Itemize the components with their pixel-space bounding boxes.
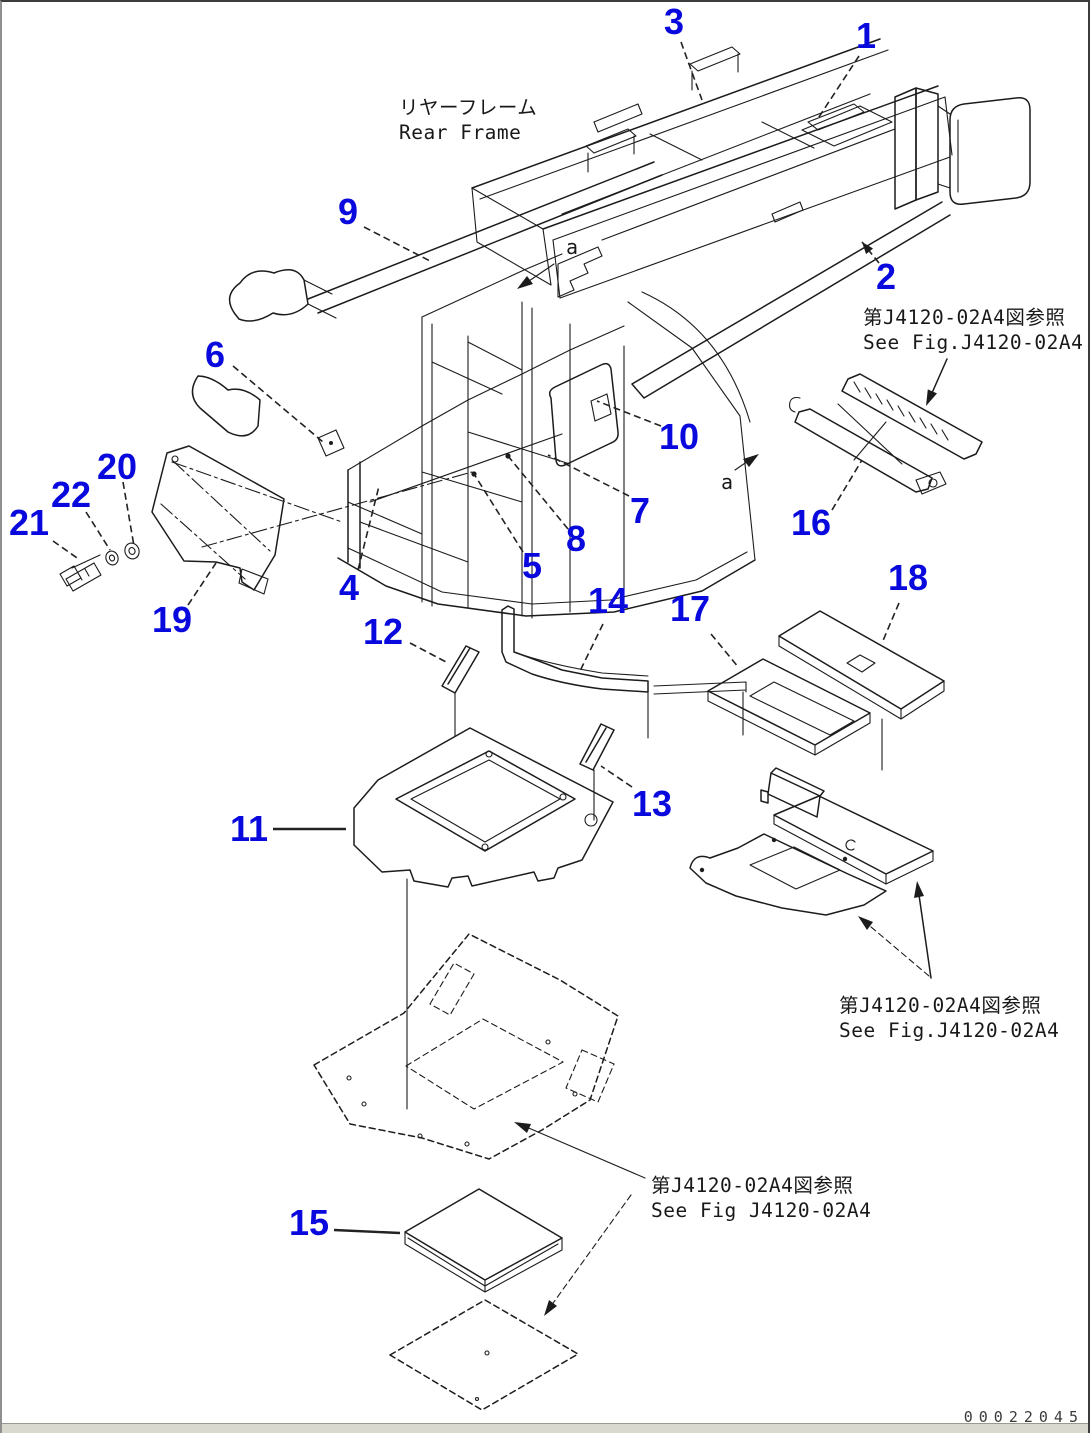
leader-line-19 [187,562,217,606]
view-marker-a-top: a [566,235,579,259]
leader-dot-8 [505,453,511,459]
callout-12: 12 [363,611,449,664]
cover-plates-drawing [689,610,945,916]
part-number-14: 14 [588,580,628,621]
drawing-number: 00022045 [964,1408,1084,1426]
callout-1: 1 [816,15,876,121]
leader-line-7 [547,454,630,497]
part-number-10: 10 [659,416,699,457]
washer-20-drawing [124,542,140,560]
view-marker-a-bottom: a [721,470,734,494]
callout-2: 2 [861,241,896,297]
floor-plate-assembly-drawing [353,605,747,1110]
leader-line-15 [333,1228,401,1235]
leader-line-20 [122,481,135,547]
callout-22: 22 [51,474,111,551]
leader-line-12 [409,642,449,664]
support-bars-drawing [789,373,983,495]
title-japanese: リヤーフレーム [399,96,537,119]
callout-10: 10 [596,400,699,457]
part-number-12: 12 [363,611,403,652]
reference-note-top-jp: 第J4120-02A4図参照 [863,306,1065,329]
leader-line-9 [363,226,431,262]
callout-15: 15 [289,1202,401,1243]
leader-dot-5 [471,471,477,477]
callout-7: 7 [547,454,650,531]
reference-note-middle-en: See Fig.J4120-02A4 [839,1019,1059,1042]
callout-9: 9 [338,191,431,262]
callout-16: 16 [791,459,863,543]
pad-15-drawing [404,1188,563,1293]
leader-line-6 [232,365,324,443]
part-number-13: 13 [632,783,672,824]
part-number-18: 18 [888,557,928,598]
floor-mat-drawing [313,933,619,1160]
reference-note-bottom-jp: 第J4120-02A4図参照 [651,1174,853,1197]
washer-22-drawing [105,550,119,566]
annotation-texts: リヤーフレーム Rear Frame 第J4120-02A4図参照 See Fi… [399,96,1084,1426]
leader-line-10 [596,400,662,427]
rear-frame-tub-drawing [471,38,1031,399]
reference-note-top-en: See Fig.J4120-02A4 [863,331,1083,354]
leader-line-4 [357,485,380,571]
leader-line-17 [710,633,740,669]
callout-21: 21 [9,502,81,561]
part-number-4: 4 [339,567,359,608]
part-number-11: 11 [230,808,268,849]
callout-11: 11 [230,808,346,849]
part-number-6: 6 [205,334,225,375]
leader-line-22 [85,511,111,551]
callout-20: 20 [97,446,137,547]
leader-line-18 [881,602,900,644]
leader-line-8 [507,455,569,530]
page-bottom-strip [2,1423,1088,1433]
part-number-5: 5 [522,545,542,586]
reference-note-bottom-en: See Fig J4120-02A4 [651,1199,871,1222]
part-number-22: 22 [51,474,91,515]
front-frame-section-drawing [171,161,756,619]
callout-14: 14 [579,580,628,672]
part-number-8: 8 [566,518,586,559]
callout-17: 17 [670,588,740,669]
part-number-19: 19 [152,599,192,640]
callout-4: 4 [339,485,380,608]
leader-line-13 [600,765,633,788]
callout-8: 8 [505,453,586,559]
callout-6: 6 [205,334,324,443]
part-number-17: 17 [670,588,710,629]
leader-arrow-2 [862,242,874,255]
part-number-16: 16 [791,502,831,543]
under-pad-drawing [389,1299,579,1411]
part-number-1: 1 [856,15,876,56]
title-english: Rear Frame [399,121,521,144]
part-number-7: 7 [630,490,650,531]
side-plate-and-fasteners-drawing [59,445,285,595]
part-number-2: 2 [876,256,896,297]
part-number-20: 20 [97,446,137,487]
part-number-9: 9 [338,191,358,232]
callout-13: 13 [600,765,672,824]
reference-arrows [514,263,948,1316]
part-number-3: 3 [664,2,684,42]
part-number-15: 15 [289,1202,329,1243]
callout-18: 18 [881,557,928,644]
callout-3: 3 [664,2,703,101]
part-number-21: 21 [9,502,49,543]
leader-line-5 [473,473,524,553]
reference-note-middle-jp: 第J4120-02A4図参照 [839,994,1041,1017]
callout-19: 19 [152,562,217,640]
leader-line-21 [52,540,81,561]
leader-line-14 [579,623,604,672]
leader-line-16 [831,459,863,511]
leader-line-1 [816,55,860,121]
callout-5: 5 [471,471,542,586]
